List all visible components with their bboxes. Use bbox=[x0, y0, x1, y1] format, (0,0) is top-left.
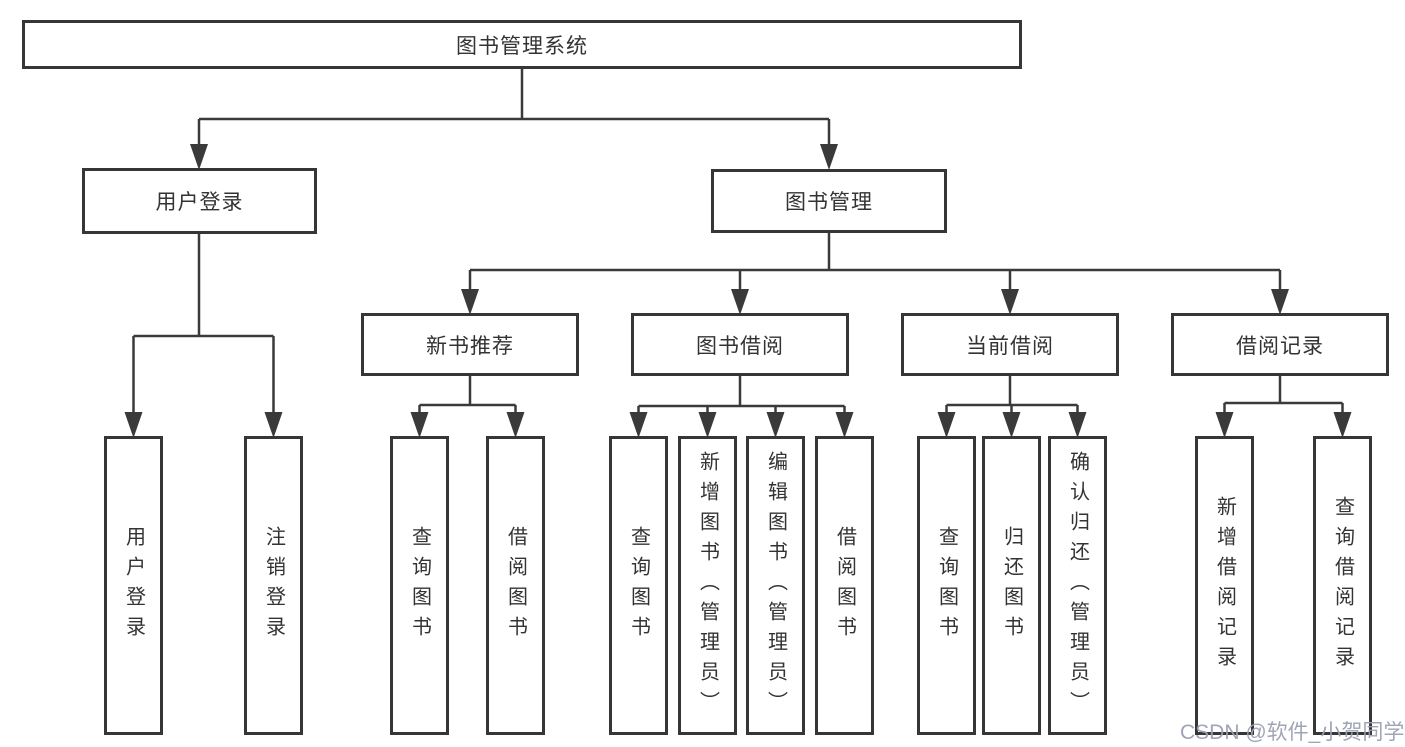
leaf-query-borrow-record: 查询借阅记录 bbox=[1313, 436, 1372, 735]
leaf-borrow-query-books-label: 查询图书 bbox=[627, 525, 650, 646]
leaf-current-query-books-label: 查询图书 bbox=[935, 525, 958, 646]
node-borrow-records-label: 借阅记录 bbox=[1236, 334, 1324, 358]
node-root: 图书管理系统 bbox=[22, 20, 1022, 69]
leaf-user-login: 用户登录 bbox=[104, 436, 163, 735]
node-new-book-recommend: 新书推荐 bbox=[361, 313, 579, 376]
leaf-current-confirm-return-admin: 确认归还（管理员） bbox=[1048, 436, 1107, 735]
node-new-book-recommend-label: 新书推荐 bbox=[426, 334, 514, 358]
leaf-add-borrow-record: 新增借阅记录 bbox=[1195, 436, 1254, 735]
node-book-management-label: 图书管理 bbox=[785, 191, 873, 214]
node-book-management: 图书管理 bbox=[711, 169, 947, 233]
csdn-watermark: CSDN @软件_小贺同学 bbox=[1180, 721, 1405, 744]
node-user-login: 用户登录 bbox=[82, 168, 317, 234]
leaf-borrow-add-books-admin: 新增图书（管理员） bbox=[678, 436, 737, 735]
leaf-current-return-books-label: 归还图书 bbox=[1000, 525, 1023, 646]
leaf-recommend-query-books: 查询图书 bbox=[390, 436, 449, 735]
leaf-borrow-edit-books-admin: 编辑图书（管理员） bbox=[746, 436, 805, 735]
node-user-login-label: 用户登录 bbox=[155, 191, 244, 214]
leaf-borrow-borrow-books: 借阅图书 bbox=[815, 436, 874, 735]
leaf-query-borrow-record-label: 查询借阅记录 bbox=[1331, 495, 1354, 676]
leaf-add-borrow-record-label: 新增借阅记录 bbox=[1213, 495, 1236, 676]
leaf-borrow-add-books-admin-label: 新增图书（管理员） bbox=[696, 450, 719, 721]
leaf-current-query-books: 查询图书 bbox=[917, 436, 976, 735]
leaf-current-return-books: 归还图书 bbox=[982, 436, 1041, 735]
leaf-borrow-borrow-books-label: 借阅图书 bbox=[833, 525, 856, 646]
node-current-borrow: 当前借阅 bbox=[901, 313, 1119, 376]
leaf-current-confirm-return-admin-label: 确认归还（管理员） bbox=[1066, 450, 1089, 721]
leaf-logout-label: 注销登录 bbox=[262, 525, 285, 646]
leaf-borrow-query-books: 查询图书 bbox=[609, 436, 668, 735]
leaf-logout: 注销登录 bbox=[244, 436, 303, 735]
leaf-recommend-borrow-books-label: 借阅图书 bbox=[504, 525, 527, 646]
node-book-borrow-label: 图书借阅 bbox=[696, 334, 784, 358]
node-root-label: 图书管理系统 bbox=[456, 34, 588, 58]
leaf-recommend-query-books-label: 查询图书 bbox=[408, 525, 431, 646]
leaf-borrow-edit-books-admin-label: 编辑图书（管理员） bbox=[764, 450, 787, 721]
node-book-borrow: 图书借阅 bbox=[631, 313, 849, 376]
leaf-recommend-borrow-books: 借阅图书 bbox=[486, 436, 545, 735]
leaf-user-login-label: 用户登录 bbox=[122, 525, 145, 646]
node-borrow-records: 借阅记录 bbox=[1171, 313, 1389, 376]
node-current-borrow-label: 当前借阅 bbox=[966, 334, 1054, 358]
